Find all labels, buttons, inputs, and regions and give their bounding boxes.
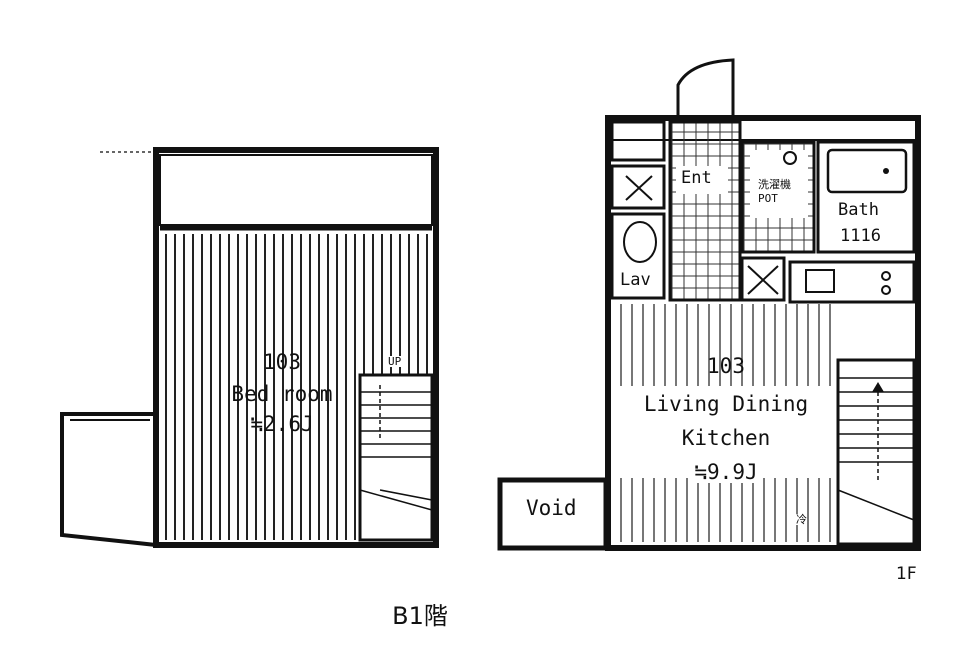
entrance-stair-area bbox=[668, 120, 742, 302]
b1-room-size: ≒2.6J bbox=[250, 412, 314, 436]
ldk-label-line2: Kitchen bbox=[681, 426, 771, 450]
b1-stair-up-label: UP bbox=[388, 355, 402, 368]
b1-annex-wall bbox=[60, 412, 158, 548]
b1-unit-number: 103 bbox=[263, 350, 301, 374]
refrigerator-label: 冷 bbox=[796, 513, 807, 526]
lavatory-label: Lav bbox=[620, 270, 651, 290]
bathroom bbox=[816, 140, 916, 254]
b1-floor-plan bbox=[60, 147, 439, 548]
refrigerator-space bbox=[740, 256, 786, 302]
floor-label-b1: B1階 bbox=[392, 602, 448, 630]
shoe-cabinet bbox=[610, 164, 666, 210]
lavatory bbox=[610, 212, 666, 300]
entrance-door-swing bbox=[676, 58, 735, 118]
b1-room-name: Bed room bbox=[231, 382, 333, 406]
entrance-label: Ent bbox=[681, 168, 712, 188]
floor-label-1f: 1F bbox=[896, 564, 917, 584]
kitchen-counter bbox=[788, 260, 916, 304]
ldk-size-label: ≒9.9J bbox=[694, 460, 758, 484]
bath-size-label: 1116 bbox=[840, 226, 881, 246]
void-area bbox=[497, 477, 609, 551]
void-label: Void bbox=[526, 496, 577, 520]
f1-unit-number: 103 bbox=[707, 354, 745, 378]
washer-label: 洗濯機 POT bbox=[758, 178, 791, 207]
bath-label: Bath bbox=[838, 200, 879, 220]
bathtub bbox=[826, 148, 908, 194]
ldk-label-line1: Living Dining bbox=[643, 392, 809, 416]
